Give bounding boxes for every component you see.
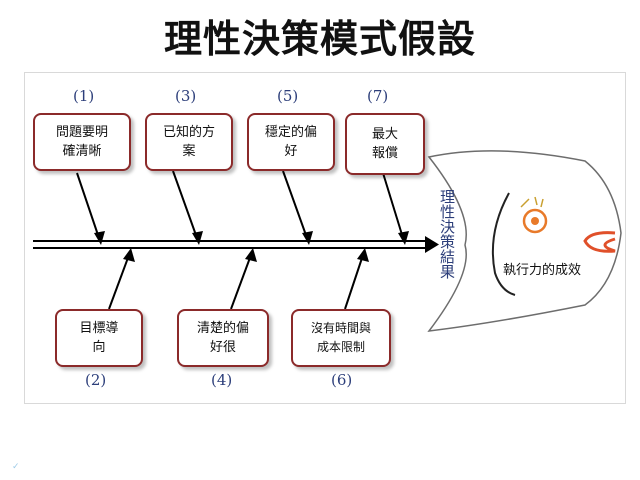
cause-box-7: 最大報償 (345, 113, 425, 175)
label-num-7: (7) (367, 87, 389, 105)
label-num-4: (4) (211, 371, 233, 389)
fishbone-diagram: (1) 問題要明確清晰 (3) 已知的方案 (5) 穩定的偏好 (7) 最大報償… (24, 72, 626, 404)
rib-bottom-6 (344, 254, 364, 310)
fish-eye-brow (520, 196, 544, 208)
corner-decoration-icon: ✓ (12, 462, 20, 472)
cause-box-5-line2: 好 (284, 144, 298, 159)
cause-box-3-line1: 已知的方 (162, 125, 215, 140)
cause-box-6: 沒有時間與成本限制 (291, 309, 391, 367)
cause-box-1-line1: 問題要明 (55, 125, 108, 140)
rib-top-1-arrow (94, 231, 105, 245)
fish-mouth (583, 231, 616, 253)
fish-head-title: 理性決策結果 (438, 189, 456, 279)
cause-box-7-line1: 最大 (371, 127, 398, 142)
label-num-3: (3) (175, 87, 197, 105)
cause-box-5: 穩定的偏好 (247, 113, 335, 171)
cause-box-5-line1: 穩定的偏 (264, 125, 317, 140)
page-title: 理性決策模式假設 (163, 16, 476, 61)
cause-box-1: 問題要明確清晰 (33, 113, 131, 171)
cause-box-6-line1: 沒有時間與 (310, 321, 371, 335)
rib-bottom-2-arrow (123, 248, 135, 262)
cause-box-3: 已知的方案 (145, 113, 233, 171)
rib-top-3 (172, 170, 198, 239)
cause-box-2-line2: 向 (92, 340, 106, 355)
rib-top-5-arrow (302, 231, 313, 245)
rib-top-7-arrow (398, 231, 409, 245)
rib-bottom-4 (230, 254, 252, 310)
cause-box-3-line2: 案 (182, 144, 196, 159)
rib-bottom-4-arrow (245, 248, 257, 262)
cause-box-4-line2: 好很 (209, 340, 236, 355)
rib-top-5 (282, 170, 308, 239)
rib-top-7 (382, 172, 404, 239)
fish-eye-outer (522, 208, 548, 234)
label-num-1: (1) (73, 87, 95, 105)
spine-arrowhead (425, 236, 439, 253)
rib-top-1 (76, 172, 100, 239)
fish-head-result: 執行力的成效 (503, 263, 582, 278)
cause-box-1-line2: 確清晰 (62, 144, 102, 159)
fishbone-graphics (33, 150, 622, 332)
cause-box-2: 目標導向 (55, 309, 143, 367)
fish-gill-curve (491, 192, 516, 296)
cause-box-4: 清楚的偏好很 (177, 309, 269, 367)
rib-top-3-arrow (192, 231, 203, 245)
cause-box-7-line2: 報償 (371, 146, 398, 161)
rib-bottom-2 (108, 254, 130, 310)
fish-eye-inner (531, 217, 539, 225)
rib-bottom-6-arrow (357, 248, 369, 262)
label-num-5: (5) (277, 87, 299, 105)
cause-box-6-line2: 成本限制 (316, 340, 365, 354)
label-num-6: (6) (331, 371, 353, 389)
fish-head-shape (427, 150, 622, 332)
cause-box-4-line1: 清楚的偏 (196, 321, 249, 336)
cause-box-2-line1: 目標導 (79, 321, 119, 336)
label-num-2: (2) (85, 371, 107, 389)
